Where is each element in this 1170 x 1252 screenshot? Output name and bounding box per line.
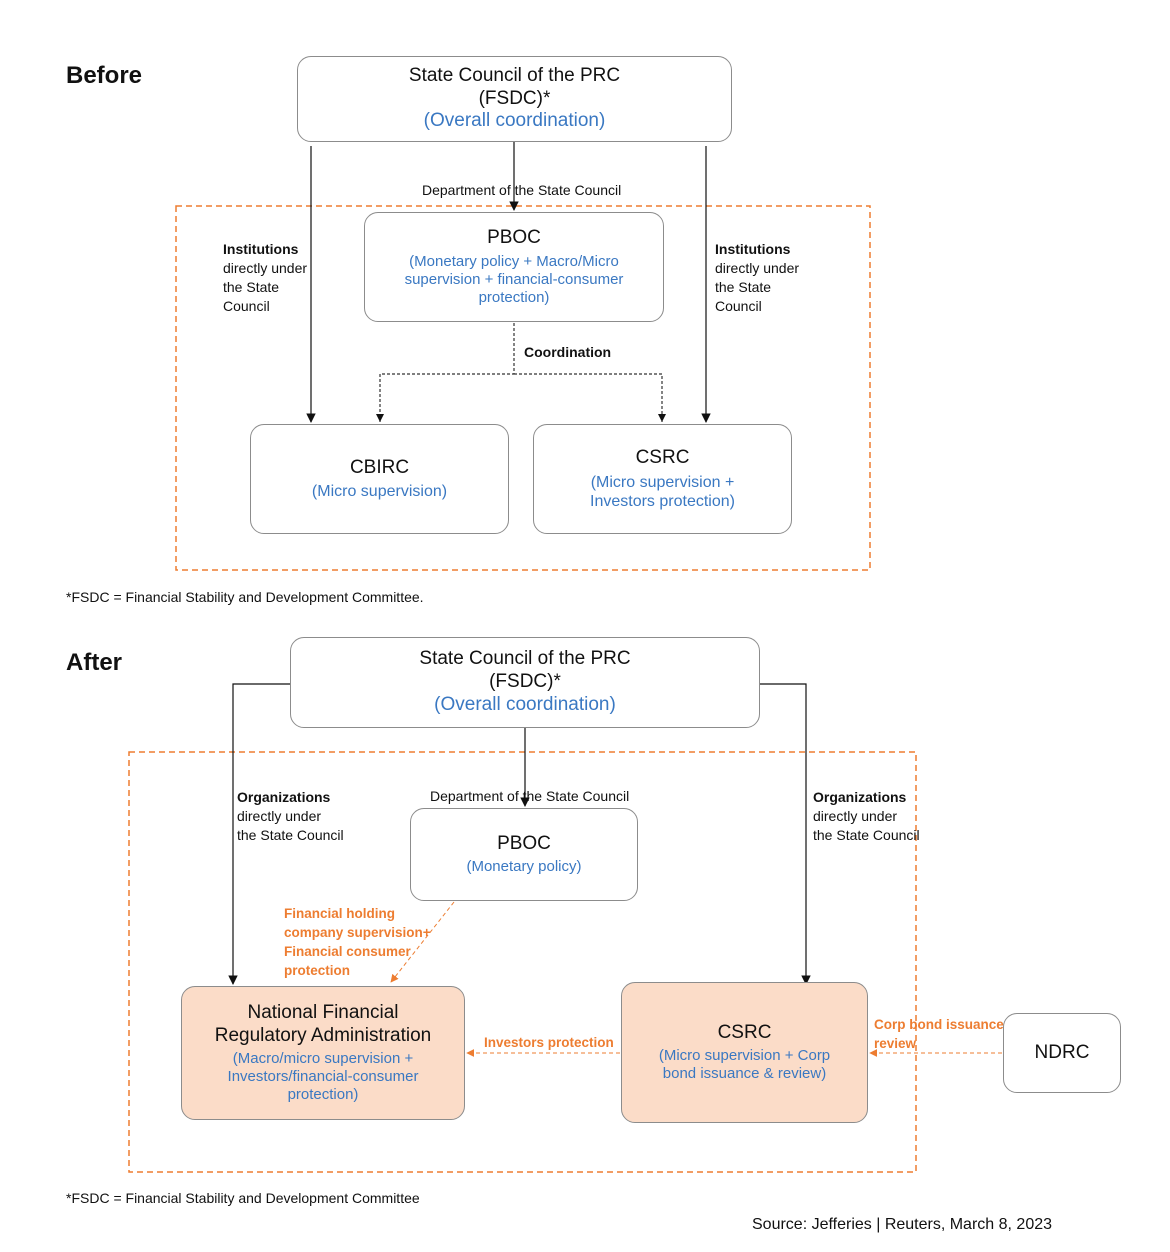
state-council-name: State Council of the PRC bbox=[408, 64, 621, 86]
fsdc-label: (FSDC)* bbox=[489, 671, 561, 693]
csrc-name: CSRC bbox=[635, 446, 690, 468]
after-state-council-box: State Council of the PRC (FSDC)* (Overal… bbox=[290, 637, 760, 728]
label-bold: Organizations bbox=[237, 789, 331, 805]
ndrc-name: NDRC bbox=[1034, 1041, 1090, 1063]
after-pboc-box: PBOC (Monetary policy) bbox=[410, 808, 638, 901]
after-right-label: Organizations directly under the State C… bbox=[813, 789, 920, 843]
investors-protection-label: Investors protection bbox=[484, 1035, 614, 1050]
csrc-name: CSRC bbox=[717, 1021, 772, 1043]
after-arrow-pboc-nfra bbox=[390, 901, 455, 983]
before-pboc-box: PBOC (Monetary policy + Macro/Micro supe… bbox=[364, 212, 664, 322]
label-bold: Institutions bbox=[223, 241, 299, 257]
before-state-council-box: State Council of the PRC (FSDC)* (Overal… bbox=[297, 56, 732, 142]
after-csrc-box: CSRC (Micro supervision + Corp bond issu… bbox=[621, 982, 868, 1123]
source-note: Source: Jefferies | Reuters, March 8, 20… bbox=[752, 1216, 1053, 1233]
fsdc-label: (FSDC)* bbox=[478, 87, 551, 109]
after-title: After bbox=[66, 649, 123, 676]
after-arrow-left bbox=[228, 683, 290, 985]
label-bold: Institutions bbox=[715, 241, 791, 257]
before-dept-label: Department of the State Council bbox=[422, 182, 622, 198]
after-region bbox=[128, 751, 917, 1173]
after-left-label: Organizations directly under the State C… bbox=[237, 789, 344, 843]
after-arrow-right bbox=[760, 683, 811, 985]
coordination-label: Coordination bbox=[524, 344, 612, 360]
before-cbirc-box: CBIRC (Micro supervision) bbox=[250, 424, 509, 534]
cbirc-name: CBIRC bbox=[349, 456, 410, 478]
before-right-label: Institutions directly under the State Co… bbox=[715, 241, 800, 314]
before-coordination-lines bbox=[379, 323, 663, 422]
before-title: Before bbox=[66, 62, 143, 89]
nfra-box: National Financial Regulatory Administra… bbox=[181, 986, 465, 1120]
pboc-name: PBOC bbox=[487, 227, 541, 249]
overall-coordination: (Overall coordination) bbox=[423, 110, 606, 132]
before-csrc-box: CSRC (Micro supervision + Investors prot… bbox=[533, 424, 792, 534]
pboc-name: PBOC bbox=[497, 832, 551, 854]
before-region bbox=[175, 205, 871, 571]
after-dept-label: Department of the State Council bbox=[430, 788, 630, 804]
before-left-label: Institutions directly under the State Co… bbox=[223, 241, 308, 314]
after-footnote: *FSDC = Financial Stability and Developm… bbox=[66, 1190, 420, 1206]
ndrc-box: NDRC bbox=[1003, 1013, 1121, 1093]
before-footnote: *FSDC = Financial Stability and Developm… bbox=[66, 589, 424, 605]
transfer-label: Financial holding company supervision+ F… bbox=[284, 906, 431, 978]
label-bold: Organizations bbox=[813, 789, 907, 805]
overall-coordination: (Overall coordination) bbox=[434, 693, 616, 715]
corp-bond-label: Corp bond issuance review bbox=[874, 1017, 1004, 1051]
state-council-name: State Council of the PRC bbox=[419, 648, 631, 670]
